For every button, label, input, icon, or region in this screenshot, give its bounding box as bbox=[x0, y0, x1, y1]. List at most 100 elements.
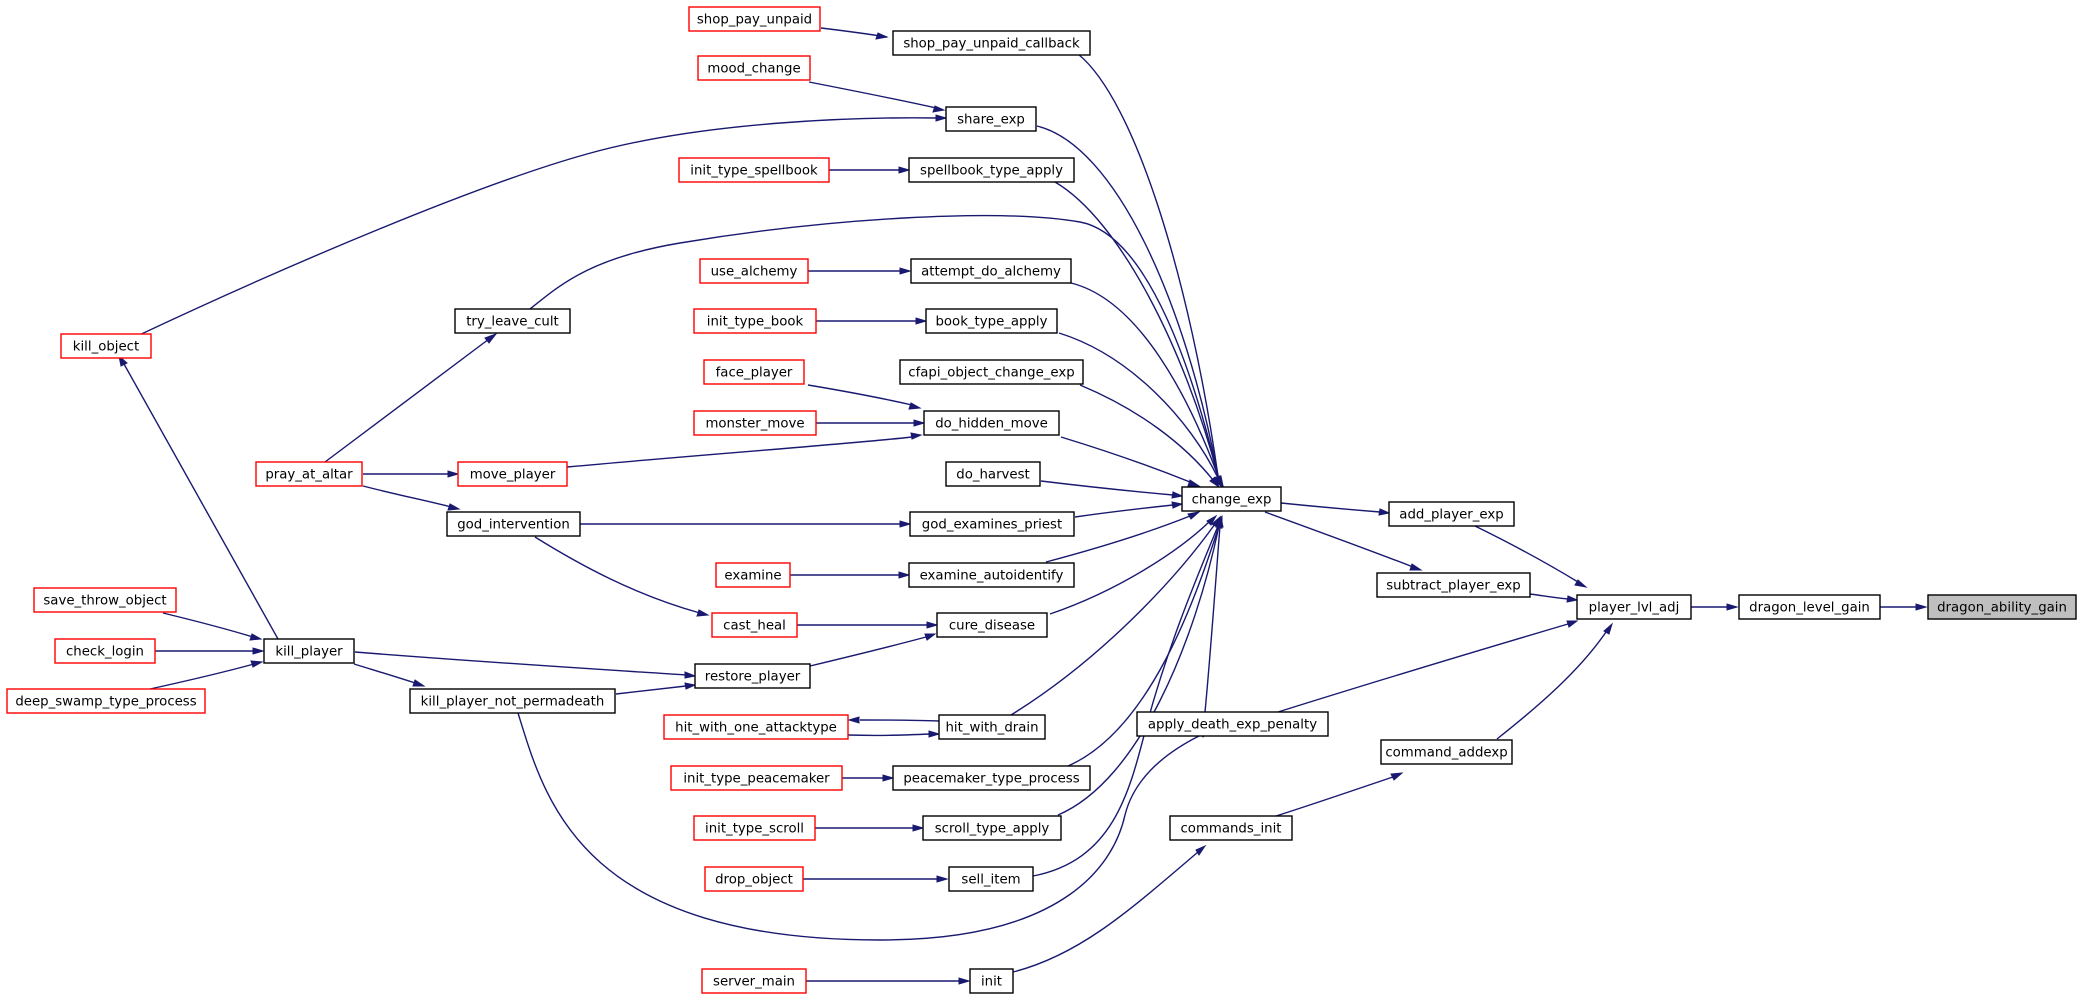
node-label: hit_with_drain bbox=[945, 721, 1038, 736]
edge-monster-move-to-do-hidden-move bbox=[816, 419, 926, 427]
node-do-harvest[interactable]: do_harvest bbox=[945, 461, 1041, 487]
node-subtract-player-exp[interactable]: subtract_player_exp bbox=[1376, 572, 1531, 598]
edge-not-permadeath-to-restore-player bbox=[615, 682, 697, 695]
node-label: shop_pay_unpaid_callback bbox=[903, 37, 1080, 52]
node-cfapi-object-change-exp[interactable]: cfapi_object_change_exp bbox=[899, 359, 1084, 385]
edge-lvl-adj-to-dragon-level-gain bbox=[1691, 603, 1739, 611]
node-label: subtract_player_exp bbox=[1386, 579, 1521, 594]
edge-death-penalty-to-change-exp bbox=[1204, 515, 1224, 713]
node-monster-move[interactable]: monster_move bbox=[693, 410, 817, 436]
node-god-examines-priest[interactable]: god_examines_priest bbox=[909, 511, 1075, 537]
node-dragon-ability-gain[interactable]: dragon_ability_gain bbox=[1927, 594, 2077, 620]
node-label: dragon_level_gain bbox=[1749, 601, 1870, 616]
node-kill-player[interactable]: kill_player bbox=[263, 638, 355, 664]
edge-restore-player-to-cure-disease bbox=[809, 633, 937, 667]
node-examine[interactable]: examine bbox=[715, 562, 791, 588]
node-drop-object[interactable]: drop_object bbox=[704, 866, 804, 892]
node-cast-heal[interactable]: cast_heal bbox=[711, 612, 798, 638]
edge-commands-init-to-command-addexp bbox=[1272, 772, 1404, 818]
node-label: server_main bbox=[713, 975, 795, 990]
node-shop-pay-unpaid[interactable]: shop_pay_unpaid bbox=[688, 6, 821, 32]
edge-hit-with-drain-to-one-attacktype bbox=[847, 716, 940, 724]
edge-god-intervention-to-examines-priest bbox=[580, 520, 912, 528]
node-book-type-apply[interactable]: book_type_apply bbox=[925, 308, 1058, 334]
node-apply-death-exp-penalty[interactable]: apply_death_exp_penalty bbox=[1136, 711, 1329, 737]
node-share-exp[interactable]: share_exp bbox=[945, 106, 1037, 132]
edge-subtract-player-exp-to-lvl-adj bbox=[1529, 593, 1579, 603]
node-attempt-do-alchemy[interactable]: attempt_do_alchemy bbox=[910, 258, 1072, 284]
node-label: scroll_type_apply bbox=[935, 822, 1050, 837]
node-god-intervention[interactable]: god_intervention bbox=[446, 511, 581, 537]
node-check-login[interactable]: check_login bbox=[54, 638, 156, 664]
node-mood-change[interactable]: mood_change bbox=[697, 55, 811, 81]
node-label: monster_move bbox=[705, 417, 804, 432]
node-label: mood_change bbox=[707, 62, 800, 77]
node-kill-player-not-permadeath[interactable]: kill_player_not_permadeath bbox=[409, 688, 616, 714]
node-try-leave-cult[interactable]: try_leave_cult bbox=[454, 308, 571, 334]
node-init-type-spellbook[interactable]: init_type_spellbook bbox=[678, 157, 830, 183]
node-init-type-scroll[interactable]: init_type_scroll bbox=[693, 815, 816, 841]
node-label: kill_object bbox=[73, 340, 139, 355]
node-layer: shop_pay_unpaid shop_pay_unpaid_callback… bbox=[6, 6, 2077, 994]
edge-examine-to-autoidentify bbox=[790, 571, 911, 579]
node-add-player-exp[interactable]: add_player_exp bbox=[1388, 501, 1515, 527]
edge-kill-player-to-not-permadeath bbox=[353, 663, 426, 687]
node-shop-pay-unpaid-callback[interactable]: shop_pay_unpaid_callback bbox=[892, 30, 1091, 56]
node-command-addexp[interactable]: command_addexp bbox=[1380, 739, 1513, 765]
node-do-hidden-move[interactable]: do_hidden_move bbox=[923, 410, 1060, 436]
edge-do-hidden-move-to-change-exp bbox=[1060, 436, 1201, 487]
node-sell-item[interactable]: sell_item bbox=[948, 866, 1034, 892]
node-deep-swamp-type-process[interactable]: deep_swamp_type_process bbox=[6, 688, 206, 714]
node-server-main[interactable]: server_main bbox=[701, 968, 807, 994]
node-label: sell_item bbox=[961, 873, 1020, 888]
node-label: cfapi_object_change_exp bbox=[908, 366, 1074, 381]
node-label: change_exp bbox=[1192, 493, 1272, 508]
node-cure-disease[interactable]: cure_disease bbox=[936, 612, 1048, 638]
node-hit-with-one-attacktype[interactable]: hit_with_one_attacktype bbox=[663, 714, 849, 740]
node-label: face_player bbox=[716, 366, 793, 381]
node-save-throw-object[interactable]: save_throw_object bbox=[33, 587, 177, 613]
node-move-player[interactable]: move_player bbox=[457, 461, 568, 487]
node-label: dragon_ability_gain bbox=[1937, 601, 2067, 616]
node-restore-player[interactable]: restore_player bbox=[694, 663, 811, 689]
node-label: hit_with_one_attacktype bbox=[675, 721, 837, 736]
node-kill-object[interactable]: kill_object bbox=[60, 333, 152, 359]
node-label: apply_death_exp_penalty bbox=[1148, 718, 1317, 733]
node-commands-init[interactable]: commands_init bbox=[1169, 815, 1293, 841]
node-label: check_login bbox=[66, 645, 144, 660]
edge-init-spellbook-to-apply bbox=[829, 166, 911, 174]
node-hit-with-drain[interactable]: hit_with_drain bbox=[938, 714, 1046, 740]
node-dragon-level-gain[interactable]: dragon_level_gain bbox=[1738, 594, 1881, 620]
node-init-type-book[interactable]: init_type_book bbox=[693, 308, 817, 334]
edge-deep-swamp-to-kill-player bbox=[149, 660, 264, 690]
node-use-alchemy[interactable]: use_alchemy bbox=[699, 258, 809, 284]
node-label: init_type_scroll bbox=[705, 822, 804, 837]
edge-cfapi-to-change-exp bbox=[1079, 384, 1221, 489]
node-examine-autoidentify[interactable]: examine_autoidentify bbox=[908, 562, 1075, 588]
node-label: init_type_book bbox=[707, 315, 804, 330]
node-label: init_type_spellbook bbox=[690, 164, 818, 179]
edge-pray-at-altar-to-move-player bbox=[363, 470, 460, 478]
node-label: use_alchemy bbox=[711, 265, 798, 280]
node-player-lvl-adj[interactable]: player_lvl_adj bbox=[1576, 594, 1692, 620]
edge-move-player-to-do-hidden-move bbox=[566, 432, 923, 468]
node-label: spellbook_type_apply bbox=[920, 164, 1063, 179]
node-change-exp[interactable]: change_exp bbox=[1181, 486, 1282, 512]
node-label: do_harvest bbox=[956, 468, 1029, 483]
node-face-player[interactable]: face_player bbox=[703, 359, 805, 385]
node-spellbook-type-apply[interactable]: spellbook_type_apply bbox=[908, 157, 1075, 183]
node-label: add_player_exp bbox=[1399, 508, 1503, 523]
node-init[interactable]: init bbox=[969, 968, 1014, 994]
node-label: pray_at_altar bbox=[265, 468, 353, 483]
edge-server-main-to-init bbox=[806, 977, 971, 985]
node-pray-at-altar[interactable]: pray_at_altar bbox=[255, 461, 363, 487]
node-scroll-type-apply[interactable]: scroll_type_apply bbox=[922, 815, 1062, 841]
edge-add-player-exp-to-lvl-adj bbox=[1474, 525, 1588, 588]
node-label: init bbox=[981, 975, 1002, 990]
node-peacemaker-type-process[interactable]: peacemaker_type_process bbox=[892, 765, 1091, 791]
edge-kill-object-to-share-exp bbox=[134, 114, 948, 338]
node-init-type-peacemaker[interactable]: init_type_peacemaker bbox=[670, 765, 843, 791]
edge-init-book-to-apply bbox=[816, 317, 928, 325]
edge-change-exp-to-add-player-exp bbox=[1280, 502, 1391, 516]
